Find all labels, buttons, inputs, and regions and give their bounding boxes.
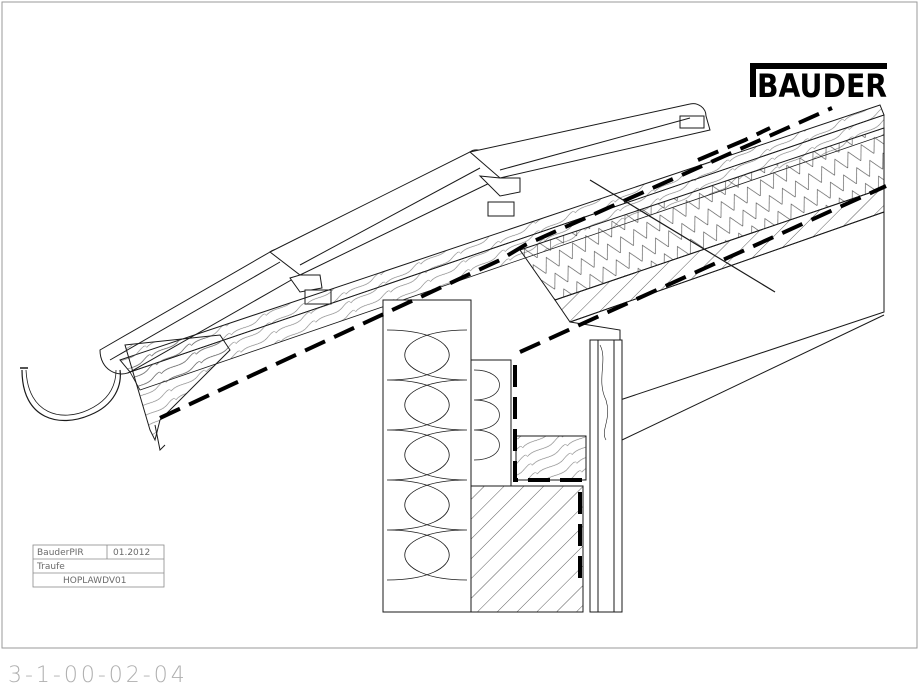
- sheet-frame: [1, 1, 918, 649]
- title-block: [32, 544, 165, 588]
- title-block-date: 01.2012: [113, 548, 150, 558]
- rafter-lower: [569, 211, 885, 401]
- drip-edge: [154, 424, 166, 452]
- gutter: [21, 369, 121, 422]
- brand-logo-text: BAUDER: [757, 67, 887, 105]
- eaves-board: [124, 334, 231, 442]
- inner-insulation: [470, 359, 512, 487]
- title-block-code: HOPLAWDV01: [63, 576, 126, 586]
- fastener: [589, 179, 776, 293]
- bauder-logo: BAUDER: [750, 63, 887, 105]
- ceiling-line: [621, 314, 885, 441]
- vapour-barrier-membrane: [159, 106, 887, 580]
- masonry-wall: [470, 485, 584, 613]
- title-block-detail: Traufe: [36, 562, 65, 572]
- sheet-number: 3-1-00-02-04: [8, 663, 188, 688]
- wall-insulation: [382, 299, 472, 613]
- title-block-product: BauderPIR: [37, 548, 84, 558]
- wall-plate: [515, 435, 587, 481]
- inner-lining: [589, 339, 623, 613]
